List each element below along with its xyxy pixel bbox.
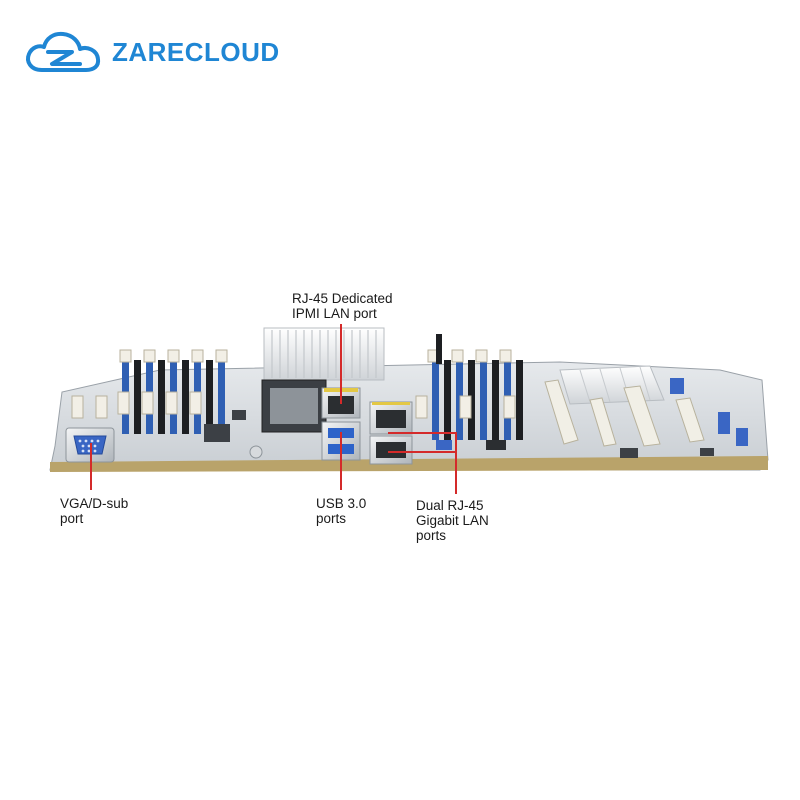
dimm-slots-right [415,334,523,440]
brand-logo: ZARECLOUD [24,30,280,74]
lan-callout: Dual RJ-45 Gigabit LAN ports [416,498,489,543]
ipmi-leader-line [340,324,342,404]
vga-callout-line2: port [60,511,84,526]
lan-leader-vertical [455,432,457,494]
chipset-heatsink [559,365,665,405]
cpu-socket-pins [270,388,318,424]
usb-callout-line2: ports [316,511,347,526]
lan-callout-line1: Dual RJ-45 [416,498,484,513]
pcie-slots [544,379,705,447]
lan-callout-line2: Gigabit LAN [416,513,489,528]
vga-callout: VGA/D-sub port [60,496,128,526]
brand-name: ZARECLOUD [112,36,280,67]
usb-callout-line1: USB 3.0 [316,496,367,511]
lan-leader-horizontal-bottom [388,451,456,453]
ipmi-callout-line1: RJ-45 Dedicated [292,291,393,306]
dimm-slots-left [71,349,228,434]
ipmi-callout-line2: IPMI LAN port [292,306,377,321]
cloud-logo-icon [26,31,101,72]
ipmi-callout: RJ-45 Dedicated IPMI LAN port [292,291,393,321]
onboard-chips [204,410,714,459]
headers [436,378,748,450]
lan-leader-horizontal-top [388,432,456,434]
vga-callout-line1: VGA/D-sub [60,496,129,511]
lan-callout-line3: ports [416,528,447,543]
usb-leader-line [340,432,342,490]
usb-callout: USB 3.0 ports [316,496,366,526]
dual-lan-ports [369,401,413,465]
cpu-heatsink [263,327,385,381]
vga-leader-line [90,443,92,490]
